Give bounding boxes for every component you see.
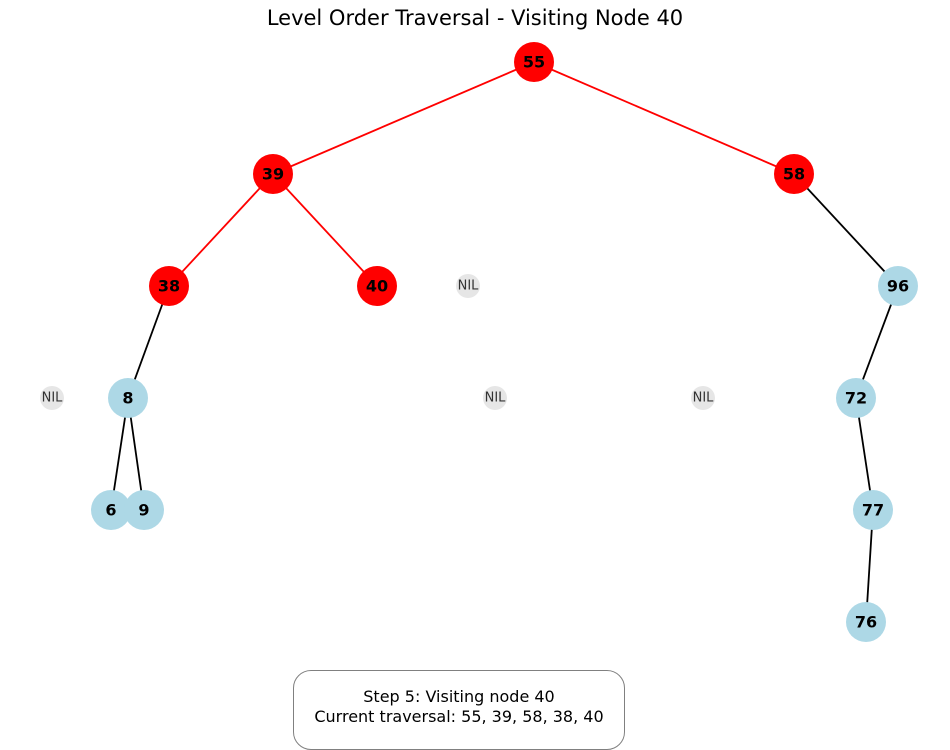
nil-node-label: NIL bbox=[485, 391, 507, 406]
tree-node-circle bbox=[108, 378, 148, 418]
tree-node-76: 76 bbox=[846, 602, 886, 642]
status-step-text: Step 5: Visiting node 40 bbox=[363, 687, 555, 706]
tree-node-55: 55 bbox=[514, 42, 554, 82]
tree-node-circle bbox=[253, 154, 293, 194]
tree-node-label: 58 bbox=[783, 165, 805, 184]
nil-node: NIL bbox=[456, 274, 480, 298]
tree-edge-39-38 bbox=[168, 173, 274, 287]
tree-node-label: 72 bbox=[845, 389, 867, 408]
tree-node-38: 38 bbox=[149, 266, 189, 306]
tree-node-9: 9 bbox=[124, 490, 164, 530]
tree-node-circle bbox=[846, 602, 886, 642]
nil-node-label: NIL bbox=[458, 279, 480, 294]
nil-node-circle bbox=[456, 274, 480, 298]
tree-node-39: 39 bbox=[253, 154, 293, 194]
tree-node-label: 6 bbox=[105, 501, 116, 520]
tree-node-96: 96 bbox=[878, 266, 918, 306]
nil-node-circle bbox=[691, 386, 715, 410]
tree-node-label: 9 bbox=[138, 501, 149, 520]
tree-node-circle bbox=[91, 490, 131, 530]
tree-node-label: 96 bbox=[887, 277, 909, 296]
diagram-title: Level Order Traversal - Visiting Node 40 bbox=[266, 6, 684, 30]
tree-node-circle bbox=[878, 266, 918, 306]
tree-node-72: 72 bbox=[836, 378, 876, 418]
tree-node-label: 38 bbox=[158, 277, 180, 296]
tree-node-77: 77 bbox=[853, 490, 893, 530]
tree-node-40: 40 bbox=[357, 266, 397, 306]
tree-edge-55-39 bbox=[272, 61, 535, 175]
nil-node-circle bbox=[483, 386, 507, 410]
tree-node-circle bbox=[853, 490, 893, 530]
nil-node: NIL bbox=[483, 386, 507, 410]
status-box: Step 5: Visiting node 40 Current travers… bbox=[293, 670, 625, 750]
tree-edge-39-40 bbox=[272, 173, 378, 287]
tree-node-label: 40 bbox=[366, 277, 388, 296]
nil-node-label: NIL bbox=[42, 391, 64, 406]
nil-node-circle bbox=[40, 386, 64, 410]
tree-edge-55-58 bbox=[533, 61, 795, 175]
tree-node-circle bbox=[149, 266, 189, 306]
nil-node: NIL bbox=[40, 386, 64, 410]
tree-node-circle bbox=[124, 490, 164, 530]
tree-node-label: 39 bbox=[262, 165, 284, 184]
nil-node-label: NIL bbox=[693, 391, 715, 406]
nil-node: NIL bbox=[691, 386, 715, 410]
tree-node-label: 8 bbox=[122, 389, 133, 408]
tree-node-circle bbox=[836, 378, 876, 418]
tree-node-label: 76 bbox=[855, 613, 877, 632]
tree-edges bbox=[110, 61, 899, 623]
tree-node-58: 58 bbox=[774, 154, 814, 194]
tree-node-6: 6 bbox=[91, 490, 131, 530]
tree-node-label: 55 bbox=[523, 53, 545, 72]
tree-edge-58-96 bbox=[793, 173, 899, 287]
tree-node-circle bbox=[357, 266, 397, 306]
tree-node-8: 8 bbox=[108, 378, 148, 418]
tree-node-circle bbox=[774, 154, 814, 194]
tree-node-circle bbox=[514, 42, 554, 82]
status-traversal-text: Current traversal: 55, 39, 58, 38, 40 bbox=[314, 707, 604, 726]
tree-node-label: 77 bbox=[862, 501, 884, 520]
